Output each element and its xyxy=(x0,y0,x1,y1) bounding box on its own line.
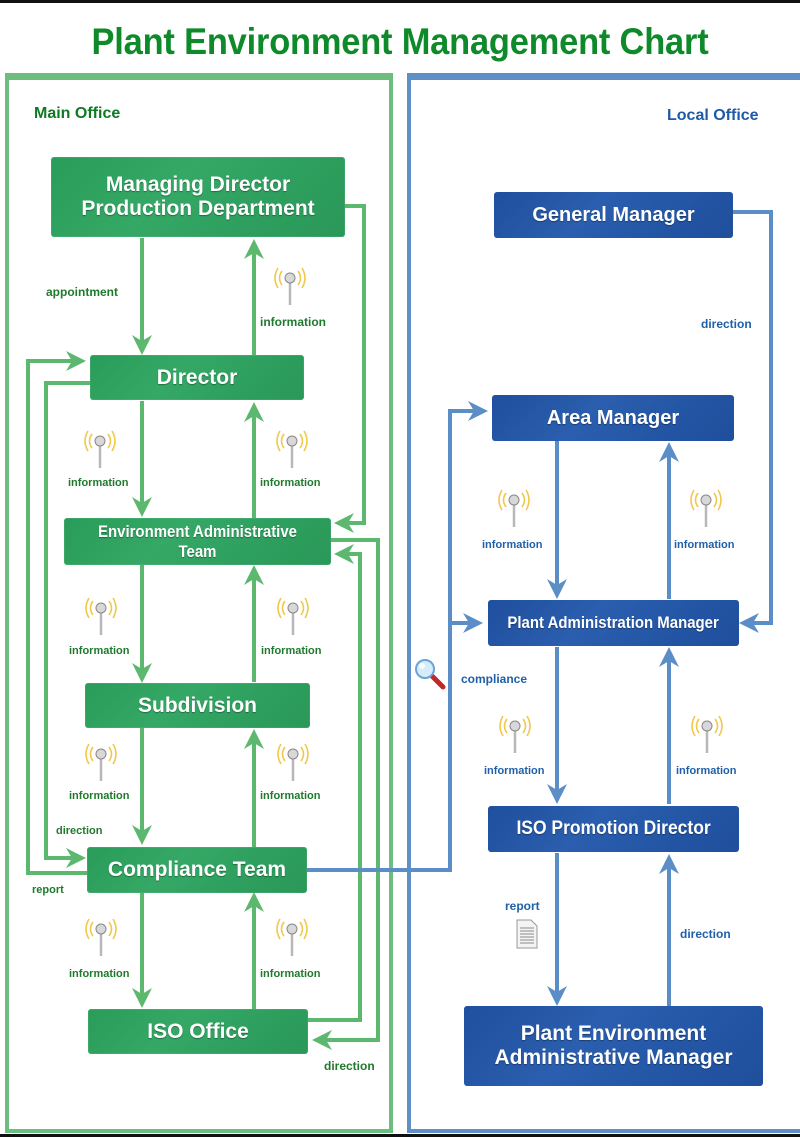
edge-gm-to-pam xyxy=(733,210,773,633)
local-office-label: Local Office xyxy=(667,107,759,124)
node-label: Subdivision xyxy=(137,693,257,717)
edge-label-information: information xyxy=(260,968,321,980)
edge-label-information: information xyxy=(482,539,543,551)
node-director[interactable]: Director xyxy=(90,355,304,400)
node-label: Area Manager xyxy=(546,406,680,429)
node-label: Director xyxy=(156,365,238,389)
edge-label-information: information xyxy=(676,765,737,777)
antenna-icon xyxy=(276,741,310,783)
edge-label-information: information xyxy=(260,790,321,802)
edge-label-information: information xyxy=(261,645,322,657)
edge-label-direction: direction xyxy=(701,317,752,331)
antenna-icon xyxy=(275,916,309,958)
antenna-icon xyxy=(276,595,310,637)
antenna-icon xyxy=(498,713,532,755)
edge-label-direction: direction xyxy=(324,1059,375,1073)
main-office-panel xyxy=(5,73,393,1133)
edge-label-information: information xyxy=(69,645,130,657)
node-label: Plant Environment Administrative Manager xyxy=(494,1022,733,1069)
edge-label-information: information xyxy=(68,477,129,489)
node-label: Environment Administrative Team xyxy=(98,522,297,561)
edge-label-report: report xyxy=(505,899,540,913)
edge-director-direction-to-comp xyxy=(44,381,90,868)
edge-iso-to-env xyxy=(308,544,362,1022)
antenna-icon xyxy=(497,487,531,529)
main-office-label: Main Office xyxy=(34,105,121,122)
antenna-icon xyxy=(83,428,117,470)
node-area-manager[interactable]: Area Manager xyxy=(492,395,734,441)
node-iso-promotion-director[interactable]: ISO Promotion Director xyxy=(488,806,739,852)
edge-label-information: information xyxy=(69,790,130,802)
edge-label-information: information xyxy=(674,539,735,551)
edge-label-direction: direction xyxy=(680,927,731,941)
antenna-icon xyxy=(689,487,723,529)
node-label: Compliance Team xyxy=(107,858,287,882)
node-label: ISO Office xyxy=(147,1019,249,1043)
node-general-manager[interactable]: General Manager xyxy=(494,192,733,238)
edge-label-information: information xyxy=(260,477,321,489)
antenna-icon xyxy=(84,916,118,958)
edge-env-direction-to-iso xyxy=(312,538,380,1050)
edge-md-to-env xyxy=(334,204,366,533)
node-label: Plant Administration Manager xyxy=(507,613,720,633)
antenna-icon xyxy=(690,713,724,755)
node-compliance-team[interactable]: Compliance Team xyxy=(87,847,307,893)
node-label: ISO Promotion Director xyxy=(516,818,711,840)
node-iso-office[interactable]: ISO Office xyxy=(88,1009,308,1054)
edge-label-information: information xyxy=(69,968,130,980)
edge-comp-report-to-director xyxy=(26,351,88,875)
magnifier-icon xyxy=(413,657,447,691)
document-icon xyxy=(516,919,538,949)
edge-label-report: report xyxy=(32,884,64,896)
antenna-icon xyxy=(275,428,309,470)
node-plant-admin-manager[interactable]: Plant Administration Manager xyxy=(488,600,739,646)
edge-label-appointment: appointment xyxy=(46,285,118,299)
node-label: Managing Director Production Department xyxy=(81,173,315,220)
chart-title: Plant Environment Management Chart xyxy=(91,21,709,62)
antenna-icon xyxy=(84,595,118,637)
antenna-icon xyxy=(84,741,118,783)
edge-comp-to-area xyxy=(307,409,484,872)
edge-label-information: information xyxy=(260,315,326,329)
node-managing-director[interactable]: Managing Director Production Department xyxy=(51,157,345,237)
node-subdivision[interactable]: Subdivision xyxy=(85,683,310,728)
connector-layer xyxy=(26,204,773,1050)
edge-label-direction: direction xyxy=(56,825,103,837)
antenna-icon xyxy=(273,265,307,307)
node-plant-env-admin-manager[interactable]: Plant Environment Administrative Manager xyxy=(464,1006,763,1086)
edge-label-information: information xyxy=(484,765,545,777)
node-label: General Manager xyxy=(532,203,695,226)
node-environment-admin-team[interactable]: Environment Administrative Team xyxy=(64,518,331,565)
edge-label-compliance: compliance xyxy=(461,672,528,686)
